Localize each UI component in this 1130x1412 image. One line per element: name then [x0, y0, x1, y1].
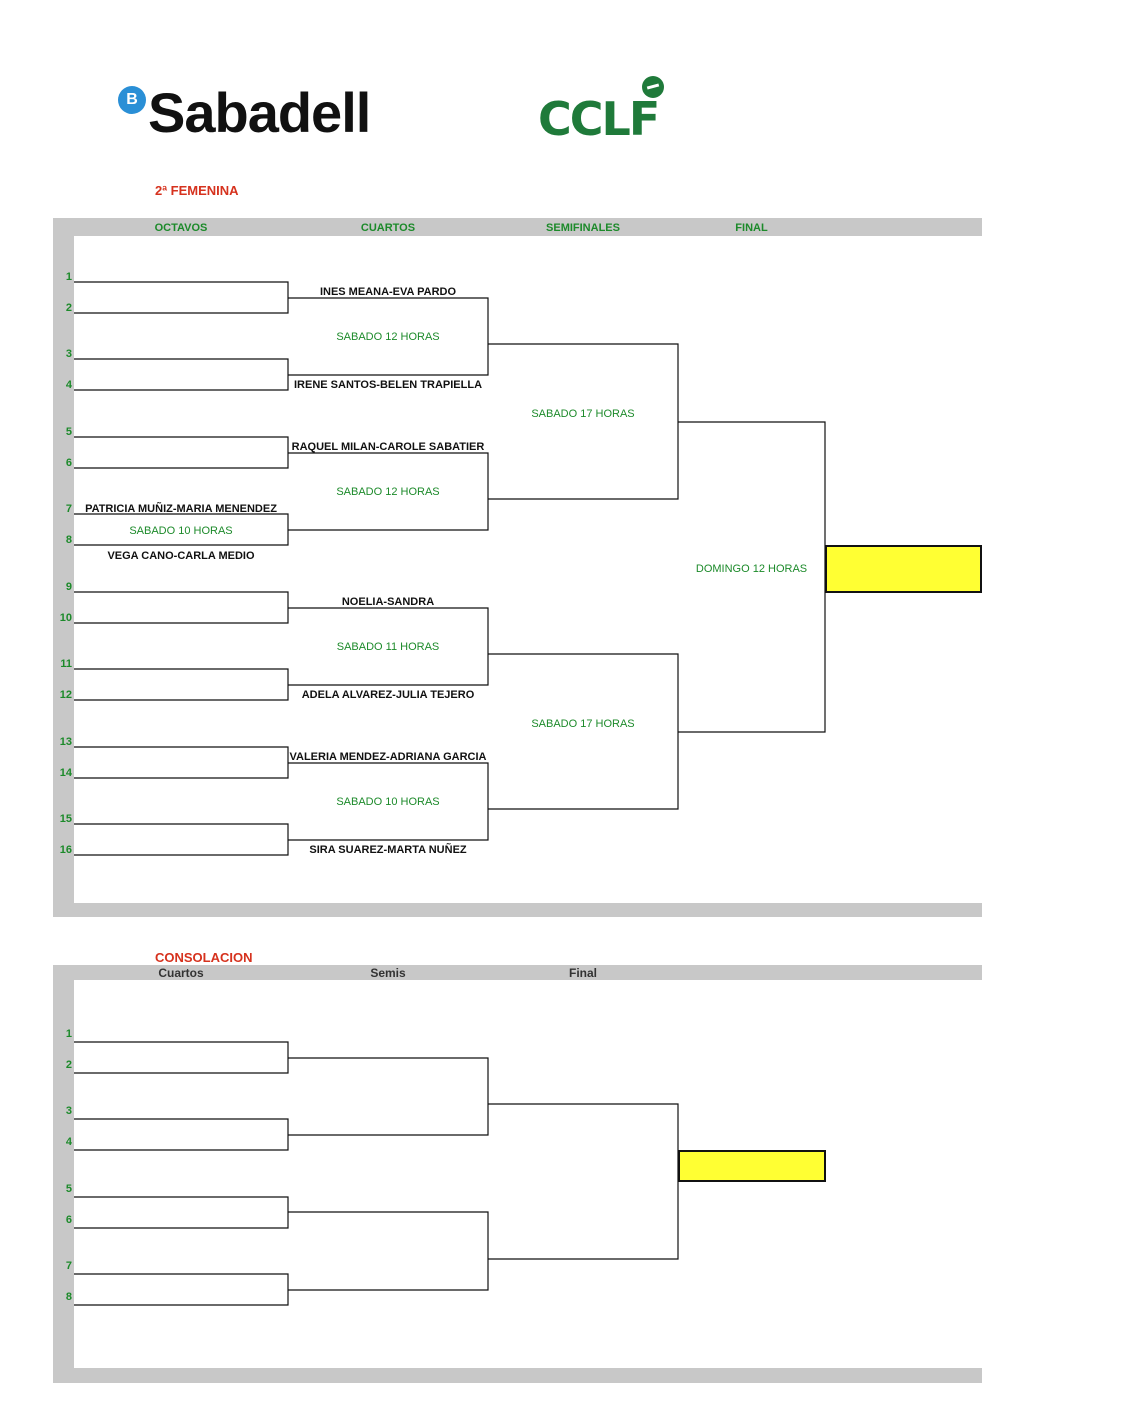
slot-number: 2: [65, 302, 72, 314]
qf1-time: SABADO 12 HORAS: [336, 331, 440, 343]
consolation-area: [74, 980, 982, 1368]
final-time: DOMINGO 12 HORAS: [695, 563, 808, 575]
slot-number: 8: [65, 534, 72, 546]
slot-number: 9: [65, 581, 72, 593]
qf3-time: SABADO 11 HORAS: [336, 641, 440, 653]
cons-r1-1: [74, 1041, 289, 1074]
slot-number: 15: [59, 813, 72, 825]
header-final: FINAL: [735, 222, 768, 234]
cons-header-final: Final: [568, 966, 597, 980]
header-semifinales: SEMIFINALES: [546, 222, 620, 234]
cons-slot-number: 2: [65, 1059, 72, 1071]
main-winner-box: [825, 545, 982, 593]
slot-number: 6: [65, 457, 72, 469]
final-bracket: [678, 421, 826, 733]
cons-header-cuartos: Cuartos: [158, 966, 204, 980]
slot-number: 16: [59, 844, 72, 856]
qf-1: [288, 297, 489, 376]
slot-number: 13: [59, 736, 72, 748]
qf3-bottom-player: ADELA ALVAREZ-JULIA TEJERO: [301, 689, 475, 701]
cons-slot-number: 5: [65, 1183, 72, 1195]
main-draw-title: 2ª FEMENINA: [155, 183, 239, 198]
cons-slot-number: 7: [65, 1260, 72, 1272]
cons-slot-number: 3: [65, 1105, 72, 1117]
r16-pair-6: [74, 668, 289, 701]
sf1-time: SABADO 17 HORAS: [531, 408, 635, 420]
cons-sf-1: [288, 1057, 489, 1136]
cons-slot-number: 8: [65, 1291, 72, 1303]
header-octavos: OCTAVOS: [154, 222, 208, 234]
qf1-top-player: INES MEANA-EVA PARDO: [319, 286, 457, 298]
r16-match-time: SABADO 10 HORAS: [129, 525, 233, 537]
qf4-bottom-player: SIRA SUAREZ-MARTA NUÑEZ: [309, 844, 467, 856]
qf3-top-player: NOELIA-SANDRA: [341, 596, 435, 608]
slot-number: 5: [65, 426, 72, 438]
qf-2: [288, 452, 489, 531]
qf-3: [288, 607, 489, 686]
r16-pair-1: [74, 281, 289, 314]
cons-header-semis: Semis: [370, 966, 406, 980]
r16-pair-7: [74, 746, 289, 779]
sabadell-logo-text: Sabadell: [148, 81, 371, 144]
slot-number: 4: [65, 379, 72, 391]
slot-number: 1: [65, 271, 72, 283]
cclf-logo-text: CCLF: [538, 92, 660, 146]
r16-player-b: VEGA CANO-CARLA MEDIO: [107, 550, 255, 562]
cons-final: [488, 1103, 679, 1260]
consolation-winner-box: [678, 1150, 826, 1182]
qf4-time: SABADO 10 HORAS: [336, 796, 440, 808]
slot-number: 11: [60, 658, 72, 670]
cons-r1-4: [74, 1273, 289, 1306]
cons-slot-number: 4: [65, 1136, 72, 1148]
sf-2: [488, 653, 679, 810]
cons-sf-2: [288, 1211, 489, 1291]
cons-r1-2: [74, 1118, 289, 1151]
sf2-time: SABADO 17 HORAS: [531, 718, 635, 730]
r16-pair-2: [74, 358, 289, 391]
slot-number: 3: [65, 348, 72, 360]
r16-pair-3: [74, 436, 289, 469]
qf1-bottom-player: IRENE SANTOS-BELEN TRAPIELLA: [293, 379, 483, 391]
cons-slot-number: 1: [65, 1028, 72, 1040]
cclf-logo: CCLF: [538, 76, 678, 146]
cons-slot-number: 6: [65, 1214, 72, 1226]
qf4-top-player: VALERIA MENDEZ-ADRIANA GARCIA: [289, 751, 487, 763]
cons-r1-3: [74, 1196, 289, 1229]
sabadell-badge-icon: B: [118, 86, 146, 114]
qf2-time: SABADO 12 HORAS: [336, 486, 440, 498]
slot-number: 7: [65, 503, 72, 515]
r16-player-a: PATRICIA MUÑIZ-MARIA MENENDEZ: [85, 503, 277, 515]
slot-number: 14: [59, 767, 72, 779]
qf-4: [288, 762, 489, 841]
slot-number: 10: [59, 612, 72, 624]
sf-1: [488, 343, 679, 500]
header-cuartos: CUARTOS: [360, 222, 416, 234]
consolation-title: CONSOLACION: [155, 950, 253, 965]
slot-number: 12: [59, 689, 72, 701]
r16-pair-5: [74, 591, 289, 624]
r16-pair-8: [74, 823, 289, 856]
qf2-top-player: RAQUEL MILAN-CAROLE SABATIER: [291, 441, 485, 453]
cclf-leaf-icon: [642, 76, 664, 98]
